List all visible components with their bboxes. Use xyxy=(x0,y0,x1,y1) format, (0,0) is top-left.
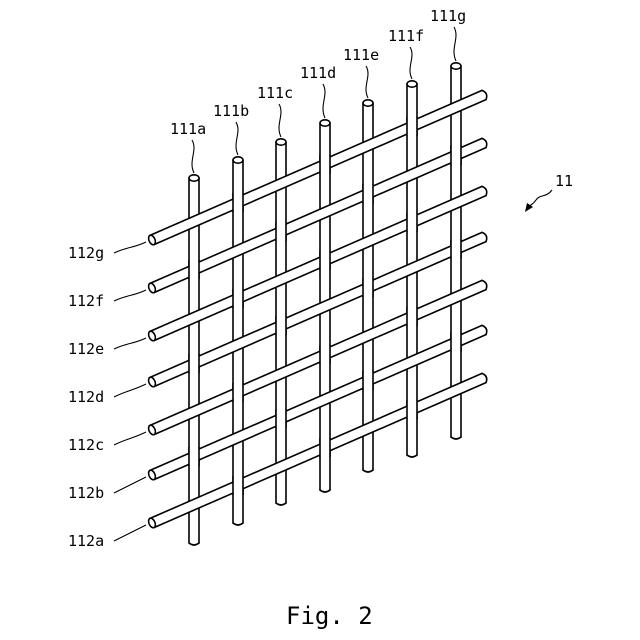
rod-bottom-end xyxy=(233,523,243,525)
horizontal-rod-label-112c: 112c xyxy=(68,436,104,454)
leader-line xyxy=(236,122,238,155)
vertical-rod-crossing-front xyxy=(451,146,461,164)
vertical-rod-label-111c: 111c xyxy=(257,84,293,102)
rod-bottom-end xyxy=(363,470,373,472)
rod-body xyxy=(363,372,373,390)
rod-body xyxy=(276,317,286,335)
assembly-arrow xyxy=(528,190,552,208)
vertical-rod-crossing-front xyxy=(189,355,199,373)
rod-body xyxy=(320,155,330,173)
rod-bottom-end xyxy=(407,455,417,457)
vertical-rod-crossing-front xyxy=(233,193,243,211)
rod-body xyxy=(189,448,199,466)
rod-end-cap xyxy=(233,157,243,163)
rod-body xyxy=(363,279,373,297)
vertical-rod-crossing-front xyxy=(189,448,199,466)
rod-end-cap xyxy=(407,81,417,87)
horizontal-rod-label-112g: 112g xyxy=(68,244,104,262)
leader-line xyxy=(114,525,146,541)
rod-body xyxy=(233,289,243,307)
vertical-rod-label-111b: 111b xyxy=(213,102,249,120)
vertical-rod-crossing-front xyxy=(276,223,286,241)
vertical-rod-crossing-front xyxy=(320,345,330,363)
rod-bottom-end xyxy=(451,437,461,439)
horizontal-rod-label-112b: 112b xyxy=(68,484,104,502)
rod-body xyxy=(189,355,199,373)
horizontal-rod-label-112f: 112f xyxy=(68,292,104,310)
horizontal-rod-label-112a: 112a xyxy=(68,532,104,550)
rod-body xyxy=(189,261,199,279)
rod-body xyxy=(233,383,243,401)
vertical-rod-crossing-front xyxy=(320,251,330,269)
rod-end-cap xyxy=(363,100,373,106)
rod-body xyxy=(363,185,373,203)
leader-line xyxy=(114,242,146,253)
rod-body xyxy=(407,400,417,418)
leader-line xyxy=(192,140,194,173)
leader-line xyxy=(114,338,146,349)
vertical-rod-crossing-front xyxy=(407,117,417,135)
rod-body xyxy=(407,307,417,325)
vertical-rod-crossing-front xyxy=(363,185,373,203)
assembly-label: 11 xyxy=(555,172,573,190)
vertical-rod-crossing-front xyxy=(233,476,243,494)
rod-body xyxy=(320,438,330,456)
rod-end-cap xyxy=(451,63,461,69)
leader-line xyxy=(410,47,412,79)
horizontal-rod-label-112e: 112e xyxy=(68,340,104,358)
vertical-rod-crossing-front xyxy=(320,155,330,173)
vertical-rod-label-111g: 111g xyxy=(430,7,466,25)
rod-body xyxy=(451,146,461,164)
leader-line xyxy=(279,104,281,137)
vertical-rod-crossing-front xyxy=(276,410,286,428)
leader-line xyxy=(114,290,146,301)
leader-line xyxy=(114,384,146,397)
vertical-rod-crossing-front xyxy=(276,317,286,335)
vertical-rod-crossing-front xyxy=(363,372,373,390)
leader-line xyxy=(323,84,325,118)
vertical-rod-crossing-front xyxy=(189,261,199,279)
vertical-rod-crossing-front xyxy=(233,383,243,401)
rod-body xyxy=(276,223,286,241)
vertical-rod-crossing-front xyxy=(407,307,417,325)
vertical-rod-crossing-front xyxy=(451,240,461,258)
rod-bottom-end xyxy=(276,503,286,505)
vertical-rod-crossing-front xyxy=(320,438,330,456)
vertical-rod-crossing-front xyxy=(451,333,461,351)
rod-end-cap xyxy=(276,139,286,145)
rod-body xyxy=(451,240,461,258)
leader-line xyxy=(114,432,146,445)
rod-bottom-end xyxy=(189,543,199,545)
rod-end-cap xyxy=(320,120,330,126)
vertical-rod-crossing-front xyxy=(407,213,417,231)
horizontal-rod-label-112d: 112d xyxy=(68,388,104,406)
rod-body xyxy=(233,476,243,494)
rod-body xyxy=(276,410,286,428)
figure-caption: Fig. 2 xyxy=(286,602,373,630)
vertical-rod-label-111e: 111e xyxy=(343,46,379,64)
rod-body xyxy=(320,251,330,269)
leader-line xyxy=(114,477,146,493)
leader-line xyxy=(366,66,368,98)
rod-body xyxy=(407,117,417,135)
rod-bottom-end xyxy=(320,490,330,492)
rod-body xyxy=(407,213,417,231)
vertical-rod-label-111d: 111d xyxy=(300,64,336,82)
leader-line xyxy=(454,27,456,61)
vertical-rod-crossing-front xyxy=(407,400,417,418)
rod-end-cap xyxy=(189,175,199,181)
vertical-rod-crossing-front xyxy=(233,289,243,307)
vertical-rod-crossing-front xyxy=(363,279,373,297)
rod-body xyxy=(451,333,461,351)
rod-body xyxy=(320,345,330,363)
rod-body xyxy=(233,193,243,211)
vertical-rod-label-111a: 111a xyxy=(170,120,206,138)
vertical-rod-label-111f: 111f xyxy=(388,27,424,45)
